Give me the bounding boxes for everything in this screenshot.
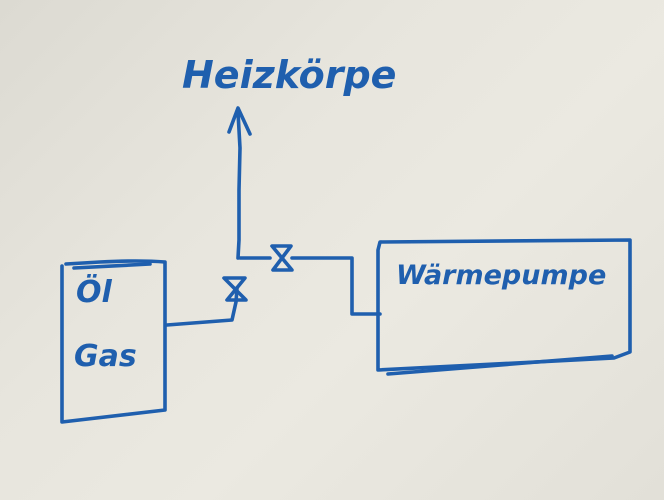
boiler-box xyxy=(60,259,167,424)
valve-horizontal-icon xyxy=(270,244,294,272)
radiator-label: Heizkörpe xyxy=(182,53,396,97)
riser-pipe xyxy=(236,110,242,260)
valve-vertical-icon xyxy=(222,276,248,302)
boiler-supply-pipe xyxy=(165,286,239,327)
heat-pump-label: Wärmepumpe xyxy=(396,260,606,291)
pump-return-pipe-right xyxy=(290,256,382,316)
boiler-label-line1: Öl xyxy=(76,273,113,310)
arrow-up-icon xyxy=(227,106,252,136)
heat-pump-box xyxy=(376,238,632,372)
heat-pump-box-bottom-double xyxy=(386,354,614,376)
boiler-label-line2: Gas xyxy=(74,339,137,374)
boiler-box-top-double xyxy=(72,262,152,270)
